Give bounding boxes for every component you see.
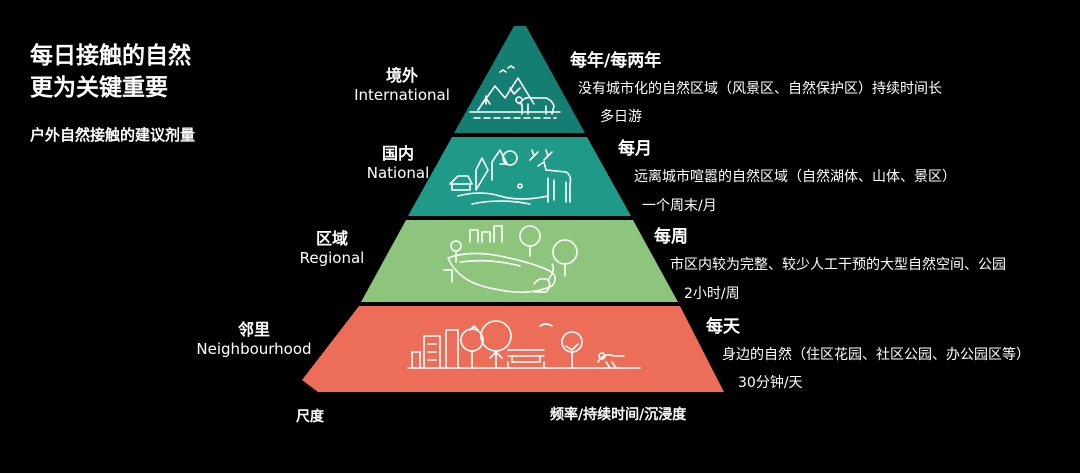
level-english: Neighbourhood	[196, 340, 312, 358]
duration-international: 多日游	[600, 109, 642, 125]
level-label-national: 国内 National	[348, 140, 448, 182]
description-regional: 市区内较为完整、较少人工干预的大型自然空间、公园	[670, 257, 1006, 273]
pyramid-tier-national	[408, 137, 631, 216]
axis-label-scale: 尺度	[296, 409, 324, 425]
page-subtitle: 户外自然接触的建议剂量	[30, 126, 196, 144]
duration-regional: 2小时/周	[684, 286, 740, 302]
frequency-international: 每年/每两年	[570, 51, 662, 71]
page-title: 每日接触的自然 更为关键重要	[30, 40, 191, 104]
park-squirrel-icon	[443, 225, 578, 294]
level-english: International	[354, 86, 450, 104]
city-bench-bird-icon	[407, 320, 641, 369]
level-name: 境外	[385, 66, 418, 85]
mountain-bear-icon	[469, 65, 561, 119]
title-line-2: 更为关键重要	[30, 75, 168, 101]
axis-label-frequency: 频率/持续时间/沉浸度	[550, 407, 687, 423]
pyramid-tier-neighbourhood	[302, 306, 724, 392]
level-label-neighbourhood: 邻里 Neighbourhood	[190, 316, 318, 358]
deer-cabin-icon	[449, 149, 572, 205]
level-english: Regional	[299, 249, 365, 267]
description-international: 没有城市化的自然区域（风景区、自然保护区）持续时间长	[578, 81, 942, 97]
description-national: 远离城市喧嚣的自然区域（自然湖体、山体、景区）	[634, 169, 956, 185]
duration-national: 一个周末/月	[642, 198, 717, 214]
frequency-neighbourhood: 每天	[706, 317, 740, 337]
frequency-national: 每月	[618, 139, 652, 159]
frequency-regional: 每周	[654, 227, 688, 247]
duration-neighbourhood: 30分钟/天	[738, 375, 803, 391]
level-english: National	[366, 164, 430, 182]
level-name: 邻里	[237, 320, 270, 339]
title-line-1: 每日接触的自然	[30, 43, 191, 69]
level-name: 区域	[315, 229, 348, 248]
level-label-regional: 区域 Regional	[282, 225, 382, 267]
level-label-international: 境外 International	[352, 62, 452, 104]
description-neighbourhood: 身边的自然（住区花园、社区公园、办公园区等）	[722, 347, 1030, 363]
level-name: 国内	[381, 144, 414, 163]
